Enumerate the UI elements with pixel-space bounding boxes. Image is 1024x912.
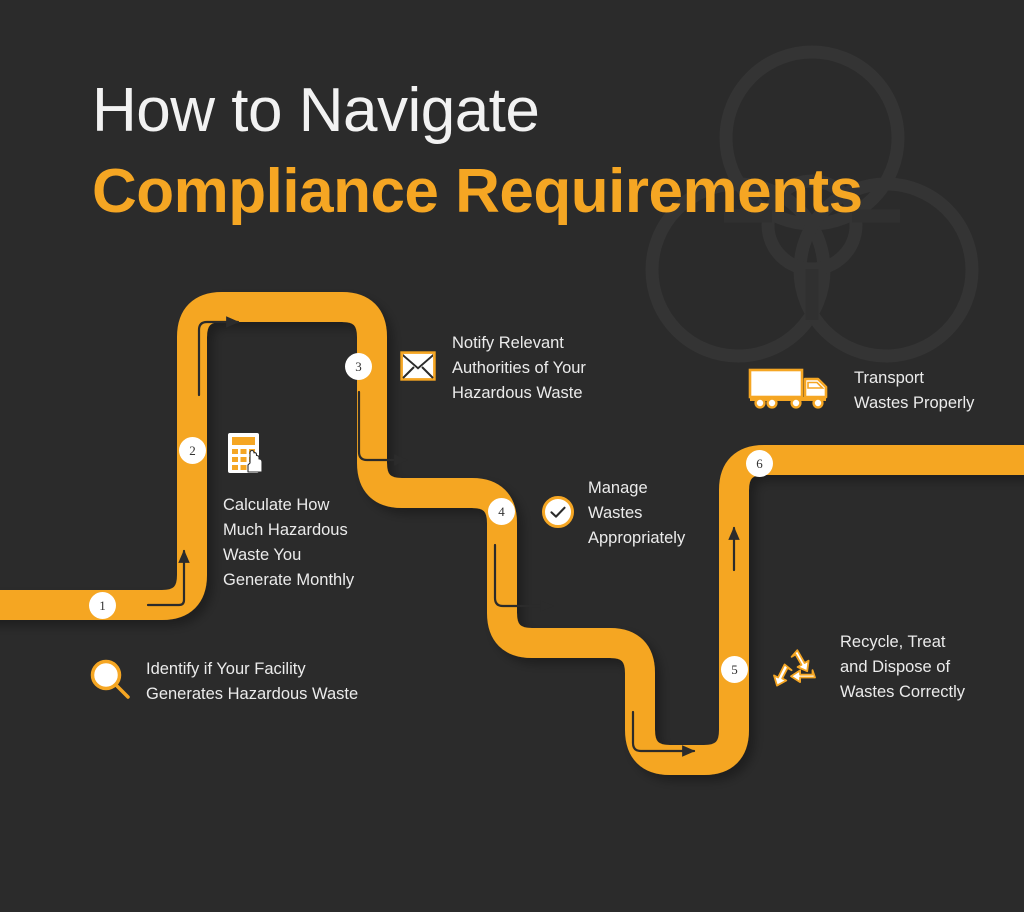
check-circle-icon — [542, 496, 574, 528]
step-5-line-1: Recycle, Treat — [840, 633, 946, 651]
step-badge-2[interactable]: 2 — [179, 437, 206, 464]
step-1-line-2: Generates Hazardous Waste — [146, 685, 359, 703]
step-badge-5[interactable]: 5 — [721, 656, 748, 683]
step-3-line-3: Hazardous Waste — [452, 384, 583, 402]
step-text-4: Manage Wastes Appropriately — [588, 476, 685, 551]
page-title: How to Navigate Compliance Requirements — [92, 78, 863, 224]
step-4-line-1: Manage — [588, 479, 648, 497]
title-line-1: How to Navigate — [92, 76, 540, 145]
step-4-line-3: Appropriately — [588, 529, 686, 547]
magnifier-icon — [90, 659, 130, 699]
step-text-5: Recycle, Treat and Dispose of Wastes Cor… — [840, 630, 965, 705]
step-2-line-2: Much Hazardous — [223, 521, 348, 539]
step-3-line-1: Notify Relevant — [452, 334, 564, 352]
step-2-line-1: Calculate How — [223, 496, 330, 514]
recycle-icon — [773, 649, 816, 687]
step-text-2: Calculate How Much Hazardous Waste You G… — [223, 493, 354, 593]
step-badge-4[interactable]: 4 — [488, 498, 515, 525]
step-2-line-3: Waste You — [223, 546, 302, 564]
step-6-line-1: Transport — [854, 369, 924, 387]
step-3-line-2: Authorities of Your — [452, 359, 586, 377]
step-2-line-4: Generate Monthly — [223, 571, 355, 589]
title-line-2: Compliance Requirements — [92, 157, 863, 227]
calculator-icon — [228, 433, 263, 473]
biohazard-watermark-icon — [645, 45, 979, 363]
truck-icon — [748, 368, 828, 409]
step-text-3: Notify Relevant Authorities of Your Haza… — [452, 331, 586, 406]
step-5-line-3: Wastes Correctly — [840, 683, 965, 701]
step-badge-1[interactable]: 1 — [89, 592, 116, 619]
step-text-1: Identify if Your Facility Generates Haza… — [146, 657, 358, 707]
step-4-line-2: Wastes — [588, 504, 643, 522]
step-1-line-1: Identify if Your Facility — [146, 660, 306, 678]
step-text-6: Transport Wastes Properly — [854, 366, 974, 416]
step-badge-6[interactable]: 6 — [746, 450, 773, 477]
step-5-line-2: and Dispose of — [840, 658, 951, 676]
step-badge-3[interactable]: 3 — [345, 353, 372, 380]
step-6-line-2: Wastes Properly — [854, 394, 975, 412]
envelope-icon — [400, 351, 436, 381]
